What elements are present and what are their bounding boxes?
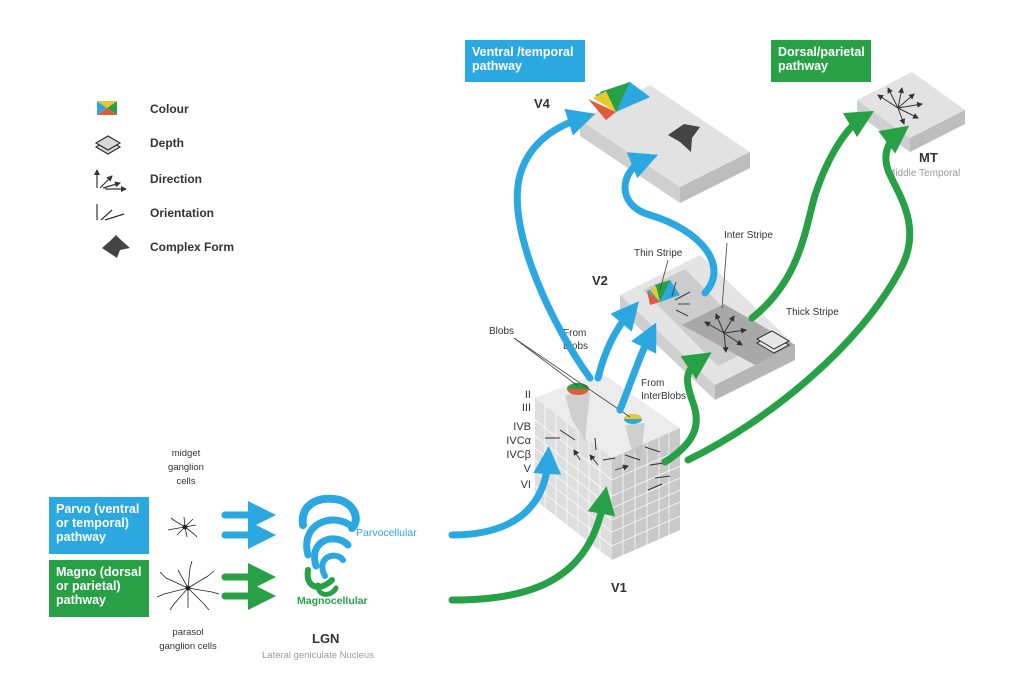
ventral-pathway-label-1: Ventral /temporal bbox=[472, 45, 574, 59]
layer-label: III bbox=[522, 402, 531, 414]
magnocellular-label: Magnocellular bbox=[297, 595, 368, 607]
from-interblobs-label-1: From bbox=[641, 378, 664, 389]
mt-label: MT bbox=[919, 150, 938, 165]
v2-depth-icon bbox=[755, 330, 791, 354]
magno-pathway-label-2: or parietal) bbox=[56, 579, 121, 593]
mt-direction-arrows bbox=[877, 87, 923, 125]
mt-block bbox=[857, 72, 965, 152]
v4-complex-form-icon bbox=[668, 124, 700, 152]
ventral-pathway-box: Ventral /temporal pathway bbox=[465, 40, 585, 82]
magno-pathway-box: Magno (dorsal or parietal) pathway bbox=[49, 560, 149, 617]
thin-stripe-label: Thin Stripe bbox=[634, 248, 683, 259]
depth-icon bbox=[94, 135, 122, 155]
layer-label: II bbox=[525, 389, 531, 401]
dorsal-pathway-label-1: Dorsal/parietal bbox=[778, 45, 865, 59]
v2-orientation-marks bbox=[671, 281, 691, 317]
dorsal-pathway-label-2: pathway bbox=[778, 59, 829, 73]
legend-direction: Direction bbox=[150, 172, 202, 186]
mt-full-label: Middle Temporal bbox=[887, 168, 960, 179]
lgn-full-label: Lateral geniculate Nucleus bbox=[262, 650, 374, 661]
legend-complex-form: Complex Form bbox=[150, 240, 234, 254]
v1-blob-colour-2 bbox=[624, 414, 642, 424]
v1-layer-labels: II III IVB IVCα IVCβ V VI bbox=[506, 389, 531, 491]
midget-ganglion-cell bbox=[167, 516, 198, 538]
colour-icon bbox=[97, 101, 117, 115]
lgn-icon bbox=[298, 494, 360, 597]
direction-icon bbox=[94, 169, 127, 192]
v1-blob-colour-1 bbox=[567, 383, 589, 395]
complex-form-icon bbox=[102, 235, 130, 258]
parvo-pathway-label-1: Parvo (ventral bbox=[56, 502, 140, 516]
midget-label-1: midget bbox=[172, 448, 201, 459]
legend-orientation: Orientation bbox=[150, 206, 214, 220]
midget-label-2: ganglion bbox=[168, 462, 204, 473]
v1-label: V1 bbox=[611, 580, 627, 595]
arrow-v2-to-mt bbox=[748, 110, 875, 322]
parasol-label-2: ganglion cells bbox=[159, 641, 217, 652]
layer-label: IVCβ bbox=[506, 449, 531, 461]
parvocellular-label: Parvocellular bbox=[356, 527, 417, 539]
parasol-label-1: parasol bbox=[172, 627, 203, 638]
v1-orientation-marks bbox=[545, 429, 671, 491]
magno-pathway-label-1: Magno (dorsal bbox=[56, 565, 142, 579]
magno-pathway-label-3: pathway bbox=[56, 593, 107, 607]
from-interblobs-label-2: InterBlobs bbox=[641, 391, 686, 402]
blobs-label: Blobs bbox=[489, 326, 514, 337]
layer-label: VI bbox=[521, 479, 531, 491]
arrow-v1-blobs-to-v2 bbox=[594, 301, 639, 382]
legend: Colour Depth Direction Orientation Compl… bbox=[94, 101, 234, 258]
ventral-pathway-label-2: pathway bbox=[472, 59, 523, 73]
v2-direction-arrows bbox=[704, 313, 747, 353]
inter-stripe-label: Inter Stripe bbox=[724, 230, 773, 241]
v1-direction-arrows bbox=[573, 449, 629, 471]
orientation-icon bbox=[96, 204, 125, 221]
arrow-lgn-magno-to-v1 bbox=[448, 486, 616, 604]
legend-colour: Colour bbox=[150, 102, 189, 116]
v2-block bbox=[620, 255, 795, 400]
legend-depth: Depth bbox=[150, 136, 184, 150]
layer-label: IVCα bbox=[506, 435, 531, 447]
from-blobs-label-2: Blobs bbox=[563, 341, 588, 352]
from-blobs-label-1: From bbox=[563, 328, 586, 339]
midget-label-3: cells bbox=[176, 476, 195, 487]
v4-label: V4 bbox=[534, 96, 551, 111]
parvo-pathway-label-3: pathway bbox=[56, 530, 107, 544]
arrow-v1-to-v2-thick bbox=[661, 352, 712, 466]
arrow-v1-to-mt bbox=[684, 125, 914, 464]
arrow-lgn-parvo-to-v1 bbox=[448, 446, 562, 539]
parasol-ganglion-cell bbox=[156, 560, 220, 611]
v2-label: V2 bbox=[592, 273, 608, 288]
v4-block bbox=[580, 82, 750, 203]
dorsal-pathway-box: Dorsal/parietal pathway bbox=[771, 40, 871, 82]
thick-stripe-label: Thick Stripe bbox=[786, 307, 839, 318]
lgn-label: LGN bbox=[312, 631, 339, 646]
pathway-arrows bbox=[221, 108, 914, 610]
arrow-v2-to-v4 bbox=[621, 152, 718, 297]
arrow-v1-interblobs-to-v2 bbox=[616, 322, 657, 414]
parvo-pathway-box: Parvo (ventral or temporal) pathway bbox=[49, 497, 149, 554]
layer-label: IVB bbox=[513, 421, 531, 433]
parvo-pathway-label-2: or temporal) bbox=[56, 516, 129, 530]
arrow-v1-to-v4 bbox=[513, 108, 596, 382]
layer-label: V bbox=[524, 463, 532, 475]
